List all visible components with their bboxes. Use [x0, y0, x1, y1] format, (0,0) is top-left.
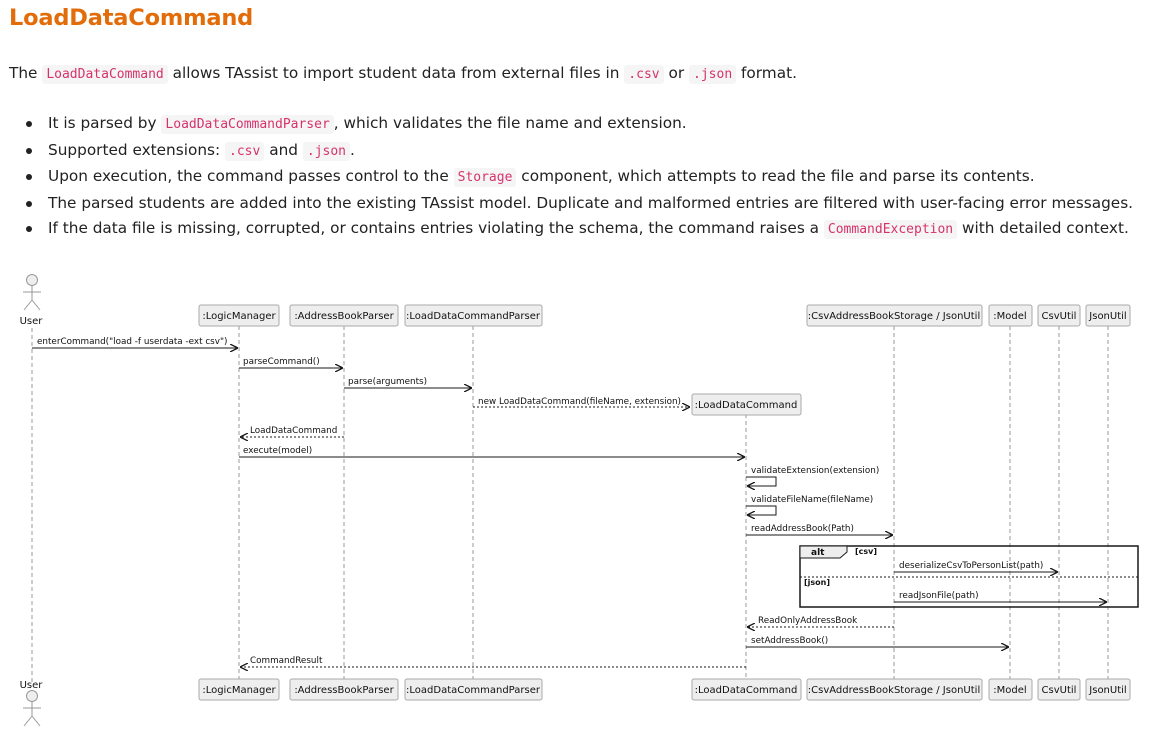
participant-storage: :CsvAddressBookStorage / JsonUtil: [808, 311, 980, 322]
alt-guard-json: [json]: [804, 578, 830, 587]
inline-code: LoadDataCommandParser: [161, 115, 334, 134]
message-label: enterCommand("load -f userdata -ext csv"…: [37, 337, 227, 347]
user-actor-bottom-label: User: [20, 680, 44, 691]
inline-code: .json: [689, 65, 737, 84]
message-label: parseCommand(): [243, 357, 320, 367]
intro-text: or: [668, 64, 685, 82]
bullet-text: The parsed students are added into the e…: [48, 193, 1134, 212]
bullet-text: Supported extensions:: [48, 140, 221, 159]
message-label: parse(arguments): [348, 377, 427, 387]
inline-code: .csv: [225, 141, 265, 161]
message-label: readJsonFile(path): [899, 591, 979, 601]
message-label: execute(model): [243, 446, 312, 456]
participant-jsonutil-bottom: JsonUtil: [1088, 685, 1126, 696]
bullet-text: If the data file is missing, corrupted, …: [48, 219, 820, 237]
participant-loaddatacommandparser-bottom: :LoadDataCommandParser: [406, 685, 541, 696]
message-label: readAddressBook(Path): [751, 524, 854, 534]
bullet-text: , which validates the file name and exte…: [333, 114, 687, 132]
participant-addressbookparser-bottom: :AddressBookParser: [294, 685, 394, 696]
participant-model: :Model: [993, 311, 1026, 322]
bullet-text: and: [269, 140, 298, 159]
message-label: validateFileName(fileName): [751, 495, 873, 505]
page-title: LoadDataCommand: [9, 5, 254, 31]
user-actor-top-icon: [23, 274, 41, 311]
bullet-text: component, which attempts to read the fi…: [521, 167, 1035, 185]
participant-csvutil: CsvUtil: [1042, 311, 1077, 322]
participant-addressbookparser: :AddressBookParser: [294, 311, 394, 322]
message-arrow: [746, 505, 777, 515]
inline-code: CommandException: [823, 220, 958, 239]
inline-code: .csv: [624, 65, 664, 84]
participant-loaddatacommand-bottom: :LoadDataCommand: [695, 685, 798, 696]
alt-fragment: [799, 545, 1139, 608]
intro-text: allows TAssist to import student data fr…: [172, 64, 620, 82]
user-actor-top-label: User: [20, 316, 44, 327]
participant-model-bottom: :Model: [993, 685, 1026, 696]
message-label: setAddressBook(): [751, 636, 828, 646]
alt-guard-csv: [csv]: [855, 547, 877, 556]
inline-code: .json: [302, 141, 351, 161]
alt-label: alt: [811, 548, 825, 558]
bullet-item: It is parsed by LoadDataCommandParser, w…: [9, 111, 1133, 138]
intro-text: The: [9, 64, 38, 82]
bullet-item: Supported extensions: .csv and .json.: [9, 138, 1133, 165]
participant-logicmanager: :LogicManager: [202, 311, 276, 322]
feature-bullet-list: It is parsed by LoadDataCommandParser, w…: [9, 111, 1133, 243]
bullet-item: Upon execution, the command passes contr…: [9, 164, 1133, 191]
bullet-text: It is parsed by: [48, 114, 157, 132]
message-label: LoadDataCommand: [250, 426, 337, 436]
participant-csvutil-bottom: CsvUtil: [1042, 685, 1077, 696]
participant-loaddatacommand-created: :LoadDataCommand: [695, 400, 798, 411]
message-label: validateExtension(extension): [751, 466, 879, 476]
bullet-text: Upon execution, the command passes contr…: [48, 167, 449, 185]
intro-text: format.: [741, 64, 797, 82]
message-label: new LoadDataCommand(fileName, extension): [478, 397, 681, 407]
intro-paragraph: The LoadDataCommand allows TAssist to im…: [9, 60, 797, 88]
participant-jsonutil: JsonUtil: [1088, 311, 1126, 322]
participant-loaddatacommandparser: :LoadDataCommandParser: [406, 311, 541, 322]
bullet-item: If the data file is missing, corrupted, …: [9, 216, 1133, 243]
message-label: CommandResult: [250, 656, 323, 666]
user-actor-bottom-icon: [23, 690, 41, 727]
bullet-item: The parsed students are added into the e…: [9, 191, 1133, 217]
message-arrow: [746, 476, 777, 486]
participant-storage-bottom: :CsvAddressBookStorage / JsonUtil: [808, 685, 980, 696]
message-label: ReadOnlyAddressBook: [758, 616, 858, 626]
message-label: deserializeCsvToPersonList(path): [899, 561, 1043, 571]
bullet-text: .: [350, 140, 355, 159]
bullet-text: with detailed context.: [962, 219, 1129, 237]
participant-logicmanager-bottom: :LogicManager: [202, 685, 276, 696]
inline-code: Storage: [453, 168, 517, 187]
inline-code: LoadDataCommand: [42, 65, 168, 84]
